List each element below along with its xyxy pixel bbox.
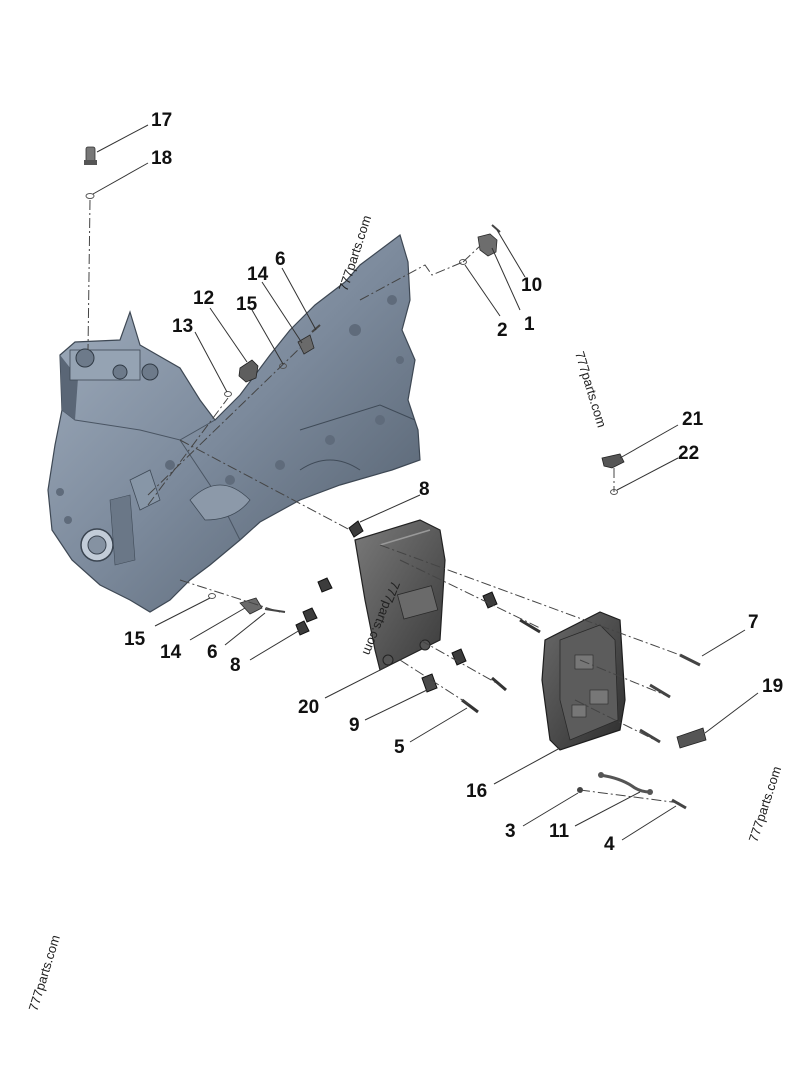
callout-5: 5 (394, 737, 405, 758)
callout-12: 12 (193, 288, 214, 309)
part-19-gasket-label (676, 727, 707, 749)
callout-22: 22 (678, 443, 699, 464)
part-2-o-ring (459, 259, 467, 265)
callout-13: 13 (172, 316, 193, 337)
callout-7: 7 (748, 612, 759, 633)
callout-14-upper: 14 (247, 264, 269, 285)
watermark-text: 777parts.com (746, 764, 785, 844)
callout-10: 10 (521, 275, 542, 296)
part-12-sensor (238, 359, 259, 383)
callout-1: 1 (524, 314, 535, 335)
leader-lines (92, 124, 759, 841)
callout-6-upper: 6 (275, 249, 286, 270)
part-14-sensor-lower (239, 597, 263, 615)
callout-2: 2 (497, 320, 508, 341)
part-10-sensor (477, 233, 498, 257)
part-21-sensor (601, 453, 625, 469)
part-13-o-ring (224, 391, 232, 397)
engine-block (47, 234, 421, 613)
part-17-sensor (84, 146, 97, 165)
callout-8-upper: 8 (419, 479, 430, 500)
callout-labels: 17 18 6 14 12 15 13 10 2 1 21 22 8 7 19 … (124, 110, 783, 855)
callout-15-upper: 15 (236, 294, 258, 315)
part-8-grommets (295, 520, 498, 666)
ecm-module-16 (541, 611, 626, 751)
callout-4: 4 (604, 834, 615, 855)
callout-21: 21 (682, 409, 704, 430)
part-4-bolt (671, 798, 687, 810)
part-6-screw-upper (311, 324, 321, 333)
part-15-o-ring-lower (208, 593, 216, 599)
callout-8-lower: 8 (230, 655, 241, 676)
part-7-studs (639, 653, 701, 744)
part-11-ground-strap (598, 772, 653, 795)
ecm-bracket-20 (354, 519, 446, 671)
part-1-screw (491, 224, 501, 233)
part-14-sensor-upper (297, 334, 315, 355)
callout-20: 20 (298, 697, 319, 718)
callout-14-lower: 14 (160, 642, 182, 663)
callout-15-lower: 15 (124, 629, 146, 650)
watermark-text: 777parts.com (572, 349, 609, 429)
callout-11: 11 (549, 821, 570, 842)
part-18-o-ring (85, 193, 95, 199)
part-9-spacer (421, 673, 438, 693)
assembly-dash-lines (87, 199, 681, 804)
callout-3: 3 (505, 821, 516, 842)
callout-6-lower: 6 (207, 642, 218, 663)
part-5-bolts (461, 618, 541, 714)
callout-17: 17 (151, 110, 172, 131)
callout-16: 16 (466, 781, 487, 802)
callout-19: 19 (762, 676, 783, 697)
callout-9: 9 (349, 715, 360, 736)
watermark-text: 777parts.com (26, 933, 63, 1013)
callout-18: 18 (151, 148, 172, 169)
